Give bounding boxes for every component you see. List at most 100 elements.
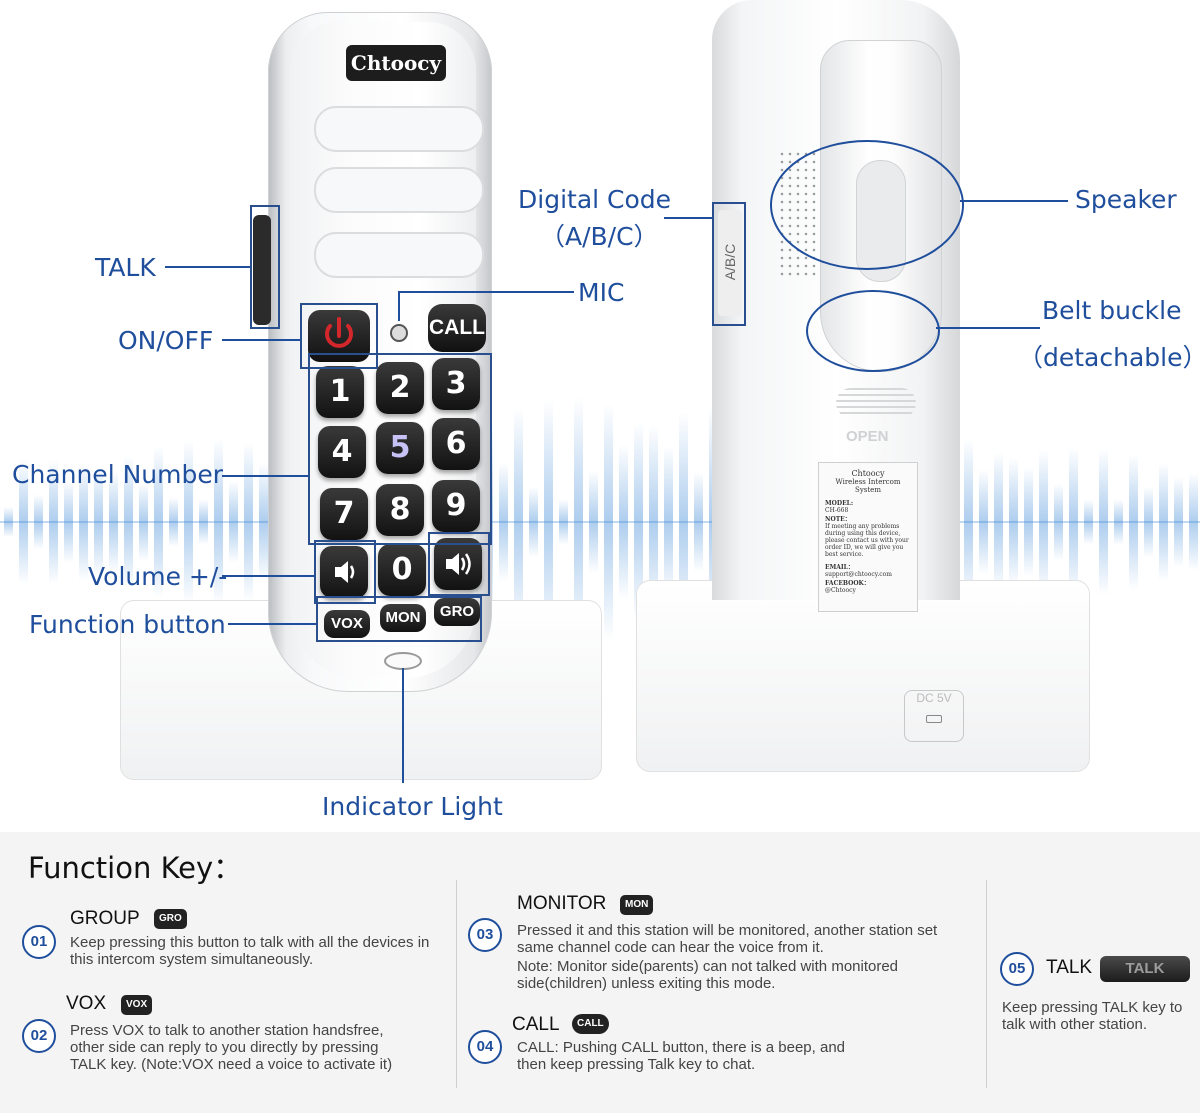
function-highlight-box — [316, 596, 482, 642]
wave-bar — [169, 497, 178, 547]
wave-bar — [199, 499, 208, 545]
speaker-leader — [960, 200, 1068, 202]
volume-down-highlight-box — [314, 540, 376, 604]
callout-talk: TALK — [95, 253, 156, 282]
usb-port-icon — [926, 715, 942, 723]
wave-bar — [79, 463, 88, 581]
volume-up-highlight-box — [428, 532, 490, 596]
callout-channel-number: Channel Number — [12, 460, 224, 489]
sticker-brand: Chtoocy — [851, 469, 885, 478]
key-0[interactable]: 0 — [378, 544, 426, 596]
callout-belt-buckle: Belt buckle — [1042, 296, 1182, 325]
wave-bar — [1174, 476, 1183, 568]
speaker-grille-1 — [314, 106, 484, 152]
item-desc-vox: Press VOX to talk to another station han… — [70, 1022, 393, 1073]
wave-bar — [1144, 486, 1153, 558]
wave-bar — [1039, 450, 1048, 594]
sticker-model: CH-668 — [825, 507, 849, 514]
wave-bar — [604, 403, 613, 641]
item-desc-talk: Keep pressing TALK key to talk with othe… — [1002, 999, 1183, 1033]
item-number-04: 04 — [468, 1030, 502, 1064]
wave-bar — [574, 397, 583, 647]
digital-code-switch[interactable]: A/B/C — [718, 210, 742, 316]
volume-up-icon — [446, 553, 471, 575]
wave-bar — [1009, 457, 1018, 587]
key-9[interactable]: 9 — [432, 480, 480, 532]
key-5[interactable]: 5 — [376, 422, 424, 474]
key-6[interactable]: 6 — [432, 418, 480, 470]
open-label: OPEN — [846, 428, 889, 445]
column-divider-2 — [986, 880, 987, 1088]
wave-bar — [1024, 467, 1033, 577]
mic-leader-v — [398, 291, 400, 321]
wave-bar — [1054, 483, 1063, 561]
sticker-email: support@chtoocy.com — [825, 571, 892, 578]
volume-up-button[interactable] — [434, 538, 482, 590]
mon-button[interactable]: MON — [380, 604, 426, 632]
wave-bar — [139, 482, 148, 562]
digital-code-leader — [664, 217, 712, 219]
key-1[interactable]: 1 — [316, 366, 364, 418]
wave-bar — [559, 499, 568, 545]
wave-bar — [244, 442, 253, 602]
item-number-01: 01 — [22, 925, 56, 959]
talk-leader — [165, 266, 250, 268]
speaker-highlight-ring — [770, 140, 964, 270]
key-3[interactable]: 3 — [432, 358, 480, 410]
sticker-facebook-heading: FACEBOOK： — [825, 580, 870, 587]
wave-bar — [529, 486, 538, 558]
talk-side-button[interactable] — [253, 215, 271, 325]
wave-bar — [964, 439, 973, 605]
item-desc-monitor-note: Note: Monitor side(parents) can not talk… — [517, 958, 899, 992]
callout-digital-code: Digital Code — [518, 185, 672, 214]
wave-bar — [1114, 499, 1123, 545]
item-desc-group: Keep pressing this button to talk with a… — [70, 934, 430, 968]
wave-bar — [214, 438, 223, 606]
sticker-product: Wireless Intercom System — [835, 478, 901, 494]
item-name-talk: TALK — [1046, 957, 1093, 978]
item-desc-monitor: Pressed it and this station will be moni… — [517, 922, 938, 956]
wave-bar — [649, 424, 658, 620]
item-name-monitor: MONITOR — [517, 893, 607, 914]
gro-button[interactable]: GRO — [434, 598, 480, 626]
wave-bar — [634, 422, 643, 622]
callout-on-off: ON/OFF — [118, 326, 214, 355]
key-8[interactable]: 8 — [376, 484, 424, 536]
wave-bar — [34, 494, 43, 550]
belt-buckle-highlight-ring — [806, 290, 940, 372]
wave-bar — [49, 459, 58, 585]
wave-bar — [229, 481, 238, 563]
brand-logo: Chtoocy — [346, 45, 446, 81]
key-2[interactable]: 2 — [376, 362, 424, 414]
sticker-email-heading: EMAIL： — [825, 564, 854, 571]
badge-gro: GRO — [154, 909, 187, 929]
speaker-grille-2 — [314, 167, 484, 213]
wave-bar — [664, 446, 673, 598]
on-off-highlight-box — [300, 303, 378, 369]
channel-leader — [222, 475, 308, 477]
dc-port: DC 5V — [904, 690, 964, 742]
wave-bar — [259, 462, 268, 582]
wave-bar — [589, 470, 598, 574]
item-name-group: GROUP — [70, 908, 140, 929]
badge-mon: MON — [620, 895, 654, 915]
badge-vox: VOX — [121, 995, 153, 1015]
call-button[interactable]: CALL — [428, 304, 486, 352]
wave-bar — [1189, 473, 1198, 571]
wave-bar — [124, 455, 133, 589]
vox-button[interactable]: VOX — [324, 610, 370, 638]
callout-volume: Volume +/- — [88, 562, 228, 591]
volume-down-button[interactable] — [320, 546, 368, 598]
callout-digital-code-sub: （A/B/C） — [540, 222, 659, 251]
mic-hole — [390, 324, 408, 342]
wave-bar — [979, 469, 988, 575]
function-leader — [228, 623, 316, 625]
indicator-leader — [402, 668, 404, 783]
key-4[interactable]: 4 — [318, 426, 366, 478]
wave-bar — [1129, 454, 1138, 590]
function-key-title: Function Key： — [28, 851, 243, 885]
callout-mic: MIC — [578, 278, 625, 307]
key-7[interactable]: 7 — [320, 488, 368, 540]
bottom-vent — [836, 388, 916, 418]
product-sticker: Chtoocy Wireless Intercom System MODEL: … — [818, 462, 918, 612]
